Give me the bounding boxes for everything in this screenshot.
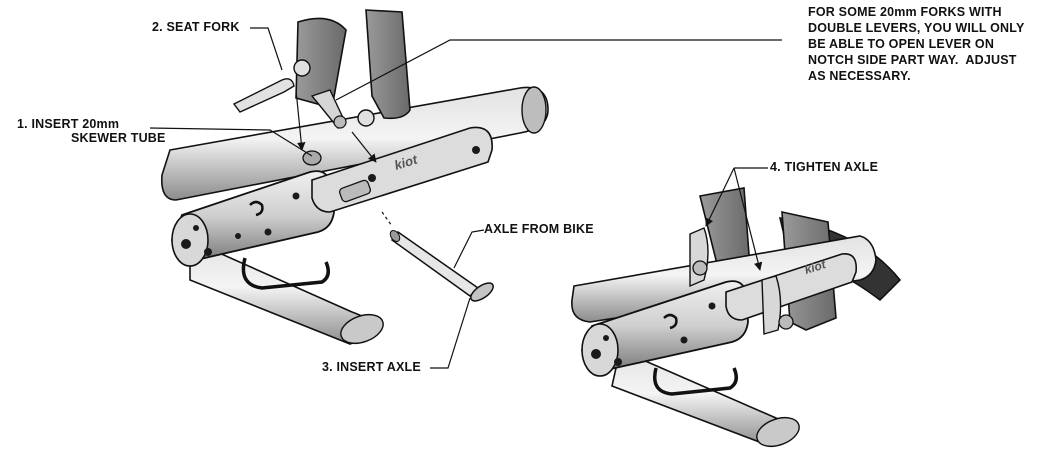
axle-icon bbox=[389, 230, 494, 302]
skewer-bracket-right: kiot bbox=[725, 253, 858, 321]
note-line-4: NOTCH SIDE PART WAY. ADJUST bbox=[808, 53, 1017, 67]
u-clamp-right bbox=[653, 367, 738, 396]
label-insert-tube-line2: SKEWER TUBE bbox=[71, 131, 166, 145]
note-line-1: FOR SOME 20mm FORKS WITH bbox=[808, 5, 1002, 19]
leader-lines-left bbox=[149, 27, 782, 369]
leader-lines-right bbox=[705, 167, 768, 271]
hitch-body-right bbox=[581, 280, 749, 377]
trailer-arm-tube-right bbox=[611, 348, 800, 448]
label-insert-tube-line1: 1. INSERT 20mm bbox=[17, 117, 120, 131]
svg-text:kiot: kiot bbox=[803, 257, 828, 277]
note-line-3: BE ABLE TO OPEN LEVER ON bbox=[808, 37, 995, 51]
lever-icon bbox=[232, 78, 347, 130]
label-axle-from-bike: AXLE FROM BIKE bbox=[484, 222, 594, 236]
tightened-levers-right bbox=[689, 227, 794, 335]
hitch-body-left bbox=[171, 170, 335, 267]
seat-fork-left bbox=[293, 9, 411, 127]
u-clamp-left bbox=[241, 257, 330, 290]
label-tighten-axle: 4. TIGHTEN AXLE bbox=[770, 160, 879, 174]
svg-text:kiot: kiot bbox=[392, 152, 419, 173]
bike-frame-tube-left bbox=[160, 86, 549, 201]
bike-frame-tube-right bbox=[571, 235, 877, 323]
trailer-arm-tube-left bbox=[189, 238, 384, 345]
label-seat-fork: 2. SEAT FORK bbox=[152, 20, 240, 34]
note-line-2: DOUBLE LEVERS, YOU WILL ONLY bbox=[808, 21, 1025, 35]
note-line-5: AS NECESSARY. bbox=[808, 69, 911, 83]
skewer-bracket-left: kiot bbox=[302, 126, 493, 213]
label-insert-axle: 3. INSERT AXLE bbox=[322, 360, 421, 374]
